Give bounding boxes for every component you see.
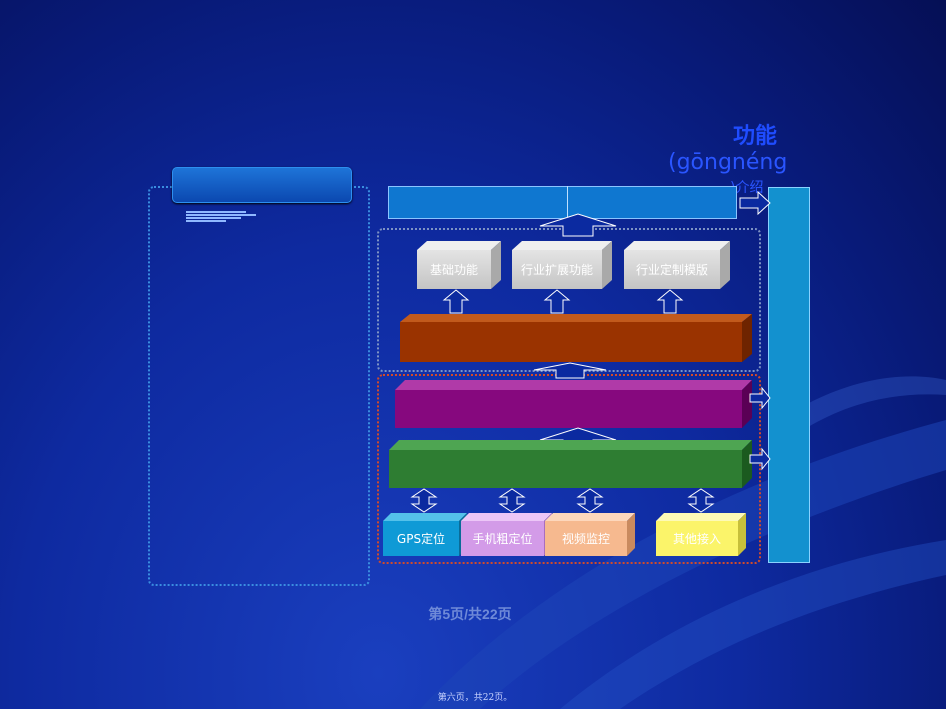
source-other-label: 其他接入 bbox=[672, 532, 721, 546]
module-box-basic bbox=[417, 241, 501, 289]
source-video-label: 视频监控 bbox=[561, 532, 610, 546]
module-basic-label: 基础功能 bbox=[429, 263, 478, 277]
left-panel-text bbox=[186, 210, 261, 223]
layer-brown bbox=[400, 314, 752, 362]
arrow-to-top-bar bbox=[539, 213, 617, 237]
source-box-other bbox=[656, 513, 746, 556]
arrow-right-top bbox=[739, 190, 771, 216]
arrows-to-modules bbox=[442, 289, 684, 314]
module-box-industry-custom bbox=[624, 241, 730, 289]
layer-green bbox=[389, 440, 752, 488]
arrow-to-brown bbox=[533, 362, 607, 379]
source-box-video bbox=[545, 513, 635, 556]
arrows-to-right-column bbox=[749, 386, 771, 471]
right-side-column bbox=[768, 187, 810, 563]
slide-title: 功能 bbox=[732, 124, 777, 149]
slide-title-pinyin-cont: )介绍 bbox=[730, 180, 764, 196]
source-box-gps bbox=[383, 513, 467, 556]
top-bar-divider bbox=[567, 186, 568, 217]
left-panel-header bbox=[172, 167, 352, 203]
slide-title-pinyin: (gōngnéng bbox=[668, 150, 788, 175]
module-industry-custom-label: 行业定制模版 bbox=[635, 263, 708, 277]
page-number-label: 第5页/共22页 bbox=[428, 606, 512, 622]
module-box-industry-ext bbox=[512, 241, 612, 289]
source-gps-label: GPS定位 bbox=[396, 532, 446, 546]
module-industry-ext-label: 行业扩展功能 bbox=[520, 263, 593, 277]
footer-text: 第六页，共22页。 bbox=[437, 693, 513, 703]
bidirectional-arrows bbox=[410, 488, 715, 513]
layer-purple bbox=[395, 380, 752, 428]
source-phone-label: 手机粗定位 bbox=[472, 532, 533, 546]
